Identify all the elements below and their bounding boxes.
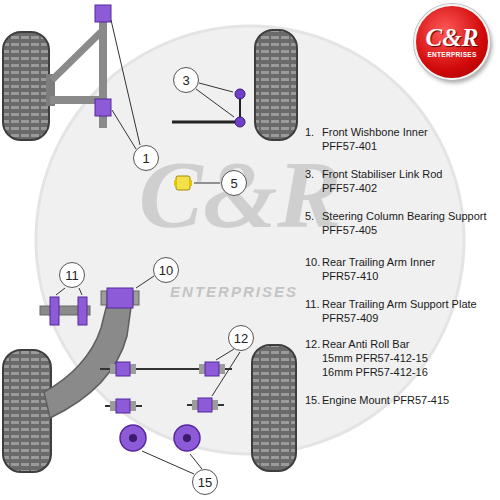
rear-trailing-arm (44, 288, 139, 418)
logo-mark: C&R (426, 25, 479, 50)
part-name: Rear Anti Roll Bar (322, 338, 409, 351)
rear-anti-roll-bar (100, 362, 232, 413)
part-code: PFR57-410 (322, 270, 378, 283)
callout-number: 3 (173, 67, 199, 93)
leader-lines (111, 20, 140, 149)
list-number: 12. (305, 338, 320, 351)
leader-lines (142, 451, 202, 474)
part-name: Front Stabiliser Link Rod (322, 168, 442, 181)
part-code: PFF57-405 (322, 224, 377, 237)
callout-text: 11 (65, 269, 79, 282)
part-code: 15mm PFR57-412-15 (322, 352, 428, 365)
leader-lines (196, 83, 234, 117)
list-number: 10. (305, 256, 320, 269)
callout-text: 1 (142, 152, 149, 165)
list-number: 15. (305, 394, 320, 407)
logo-badge: C&R ENTERPRISES (414, 4, 490, 80)
logo-wordmark: ENTERPRISES (427, 52, 476, 59)
callout-number: 1 (133, 145, 159, 171)
rear-wheels (3, 345, 296, 472)
part-name: Front Wishbone Inner (322, 126, 428, 139)
list-number: 11. (305, 298, 319, 311)
callout-number: 5 (221, 170, 247, 196)
part-code: PFR57-409 (322, 312, 378, 325)
list-number: 3. (305, 168, 314, 181)
support-plate (40, 297, 90, 325)
part-name: Rear Trailing Arm Inner (322, 256, 435, 269)
part-name: Rear Trailing Arm Support Plate (322, 298, 477, 311)
callout-text: 10 (159, 264, 173, 277)
part-code: 16mm PFR57-412-16 (322, 366, 428, 379)
leader-line (136, 276, 154, 288)
front-wheels (3, 30, 297, 140)
part-name: Engine Mount PFR57-415 (322, 394, 449, 407)
callout-number: 11 (59, 262, 85, 288)
leader-lines (56, 288, 82, 295)
watermark: ENTERPRISES (170, 283, 298, 300)
part-name: Steering Column Bearing Support (322, 210, 486, 223)
part-code: PFF57-401 (322, 140, 377, 153)
callout-text: 5 (230, 177, 237, 190)
callout-number: 15 (192, 469, 218, 495)
watermark: C&R (139, 140, 342, 250)
list-number: 1. (305, 126, 314, 139)
front-wishbone (46, 5, 111, 128)
leader-lines (212, 349, 240, 396)
part-code: PFF57-402 (322, 182, 377, 195)
callout-text: 15 (198, 476, 212, 489)
list-number: 5. (305, 210, 314, 223)
engine-mounts (120, 425, 200, 451)
stabiliser-link (172, 89, 245, 127)
callout-text: 12 (234, 332, 248, 345)
callout-text: 3 (182, 74, 189, 87)
